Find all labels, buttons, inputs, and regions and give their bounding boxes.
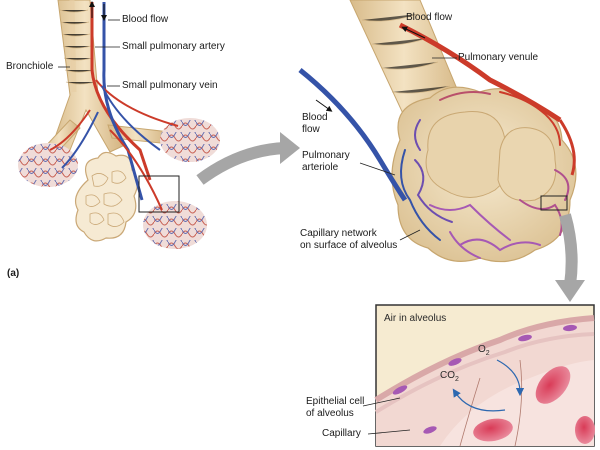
co2-subscript: 2 bbox=[455, 376, 459, 383]
label-epithelial-line2: of alveolus bbox=[306, 408, 354, 419]
label-small-pulmonary-vein: Small pulmonary vein bbox=[122, 80, 218, 91]
panel-marker-a: (a) bbox=[7, 268, 20, 279]
label-pulmonary-arteriole-line2: arteriole bbox=[302, 162, 339, 173]
alveolus-magnified bbox=[298, 0, 577, 263]
label-pulmonary-arteriole-line1: Pulmonary bbox=[302, 150, 350, 161]
label-air-in-alveolus: Air in alveolus bbox=[384, 313, 447, 324]
label-o2: O2 bbox=[478, 344, 490, 357]
label-bronchiole: Bronchiole bbox=[6, 61, 54, 72]
label-capillary: Capillary bbox=[322, 428, 361, 439]
bronchiole-panel bbox=[18, 0, 220, 249]
co2-base: CO bbox=[440, 370, 455, 381]
alveolar-sac-exposed bbox=[75, 151, 139, 242]
alveolar-sac-lower-right-cluster bbox=[143, 201, 207, 249]
label-blood-flow-mid-line2: flow bbox=[302, 124, 320, 135]
label-blood-flow-top-right: Blood flow bbox=[406, 12, 453, 23]
label-epithelial-line1: Epithelial cell bbox=[306, 396, 365, 407]
label-small-pulmonary-artery: Small pulmonary artery bbox=[122, 41, 225, 52]
label-capillary-network-line2: on surface of alveolus bbox=[300, 240, 398, 251]
gas-exchange-inset bbox=[362, 304, 595, 447]
alveolar-sac-upper-right-cluster bbox=[160, 118, 220, 162]
label-blood-flow-left: Blood flow bbox=[122, 14, 169, 25]
label-blood-flow-mid-line1: Blood bbox=[302, 112, 328, 123]
alveolar-sac-left-cluster bbox=[18, 143, 78, 187]
o2-base: O bbox=[478, 344, 486, 355]
label-capillary-network-line1: Capillary network bbox=[300, 228, 377, 239]
o2-subscript: 2 bbox=[485, 350, 490, 357]
label-pulmonary-venule: Pulmonary venule bbox=[458, 52, 539, 63]
label-co2: CO2 bbox=[440, 370, 459, 383]
